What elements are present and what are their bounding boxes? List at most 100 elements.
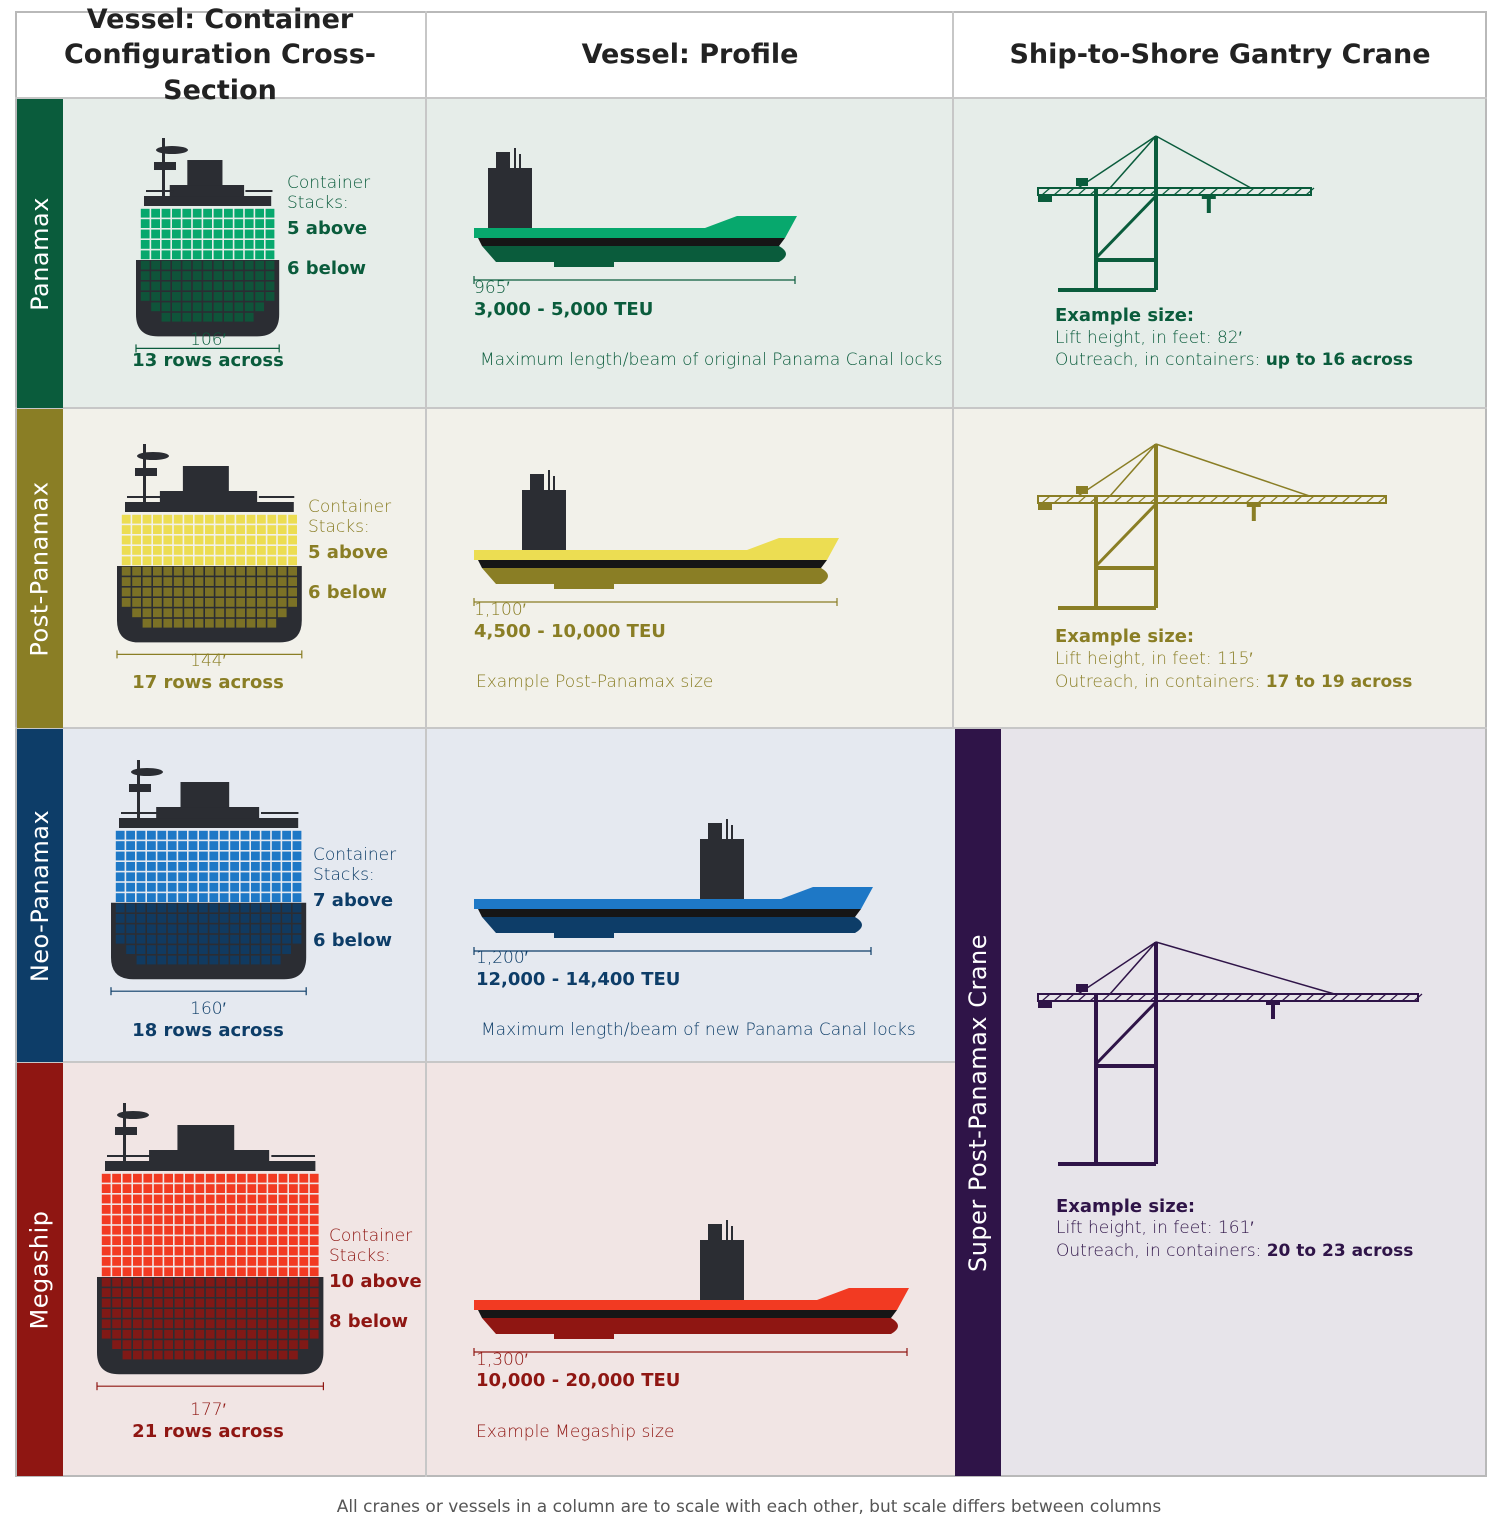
container-below — [236, 1319, 246, 1329]
container-below — [163, 597, 173, 607]
container-below — [236, 1277, 246, 1287]
stacks-below: 6 below — [287, 258, 367, 279]
container-above — [151, 250, 160, 260]
container-above — [234, 219, 244, 229]
container-above — [122, 1246, 132, 1256]
container-above — [240, 893, 250, 902]
container-above — [171, 229, 181, 239]
container-above — [278, 1225, 288, 1235]
container-below — [209, 934, 219, 944]
container-above — [282, 882, 291, 892]
container-above — [247, 1173, 257, 1183]
container-above — [223, 229, 233, 239]
container-above — [122, 1173, 132, 1183]
container-below — [192, 271, 202, 280]
container-below — [112, 1308, 121, 1318]
container-below — [240, 934, 250, 944]
container-above — [309, 1184, 319, 1194]
trolley — [1201, 194, 1216, 199]
container-below — [225, 587, 235, 597]
container-above — [163, 556, 173, 566]
container-below — [184, 597, 193, 607]
container-below — [257, 1277, 267, 1287]
container-above — [178, 872, 187, 882]
header-profile: Vessel: Profile — [581, 39, 799, 71]
profile-note: Maximum length/beam of new Panama Canal … — [481, 1020, 916, 1040]
container-above — [219, 893, 229, 902]
container-above — [157, 872, 167, 882]
container-above — [194, 525, 204, 535]
super-crane-bg — [955, 729, 1486, 1476]
container-above — [152, 546, 162, 555]
container-below — [244, 271, 254, 280]
container-above — [153, 1256, 163, 1266]
container-above — [236, 1267, 246, 1277]
container-above — [246, 535, 256, 545]
container-above — [236, 546, 245, 555]
container-below — [142, 618, 152, 628]
crane-outreach: Outreach, in containers: 20 to 23 across — [1056, 1241, 1414, 1261]
container-above — [247, 1246, 257, 1256]
trolley — [1246, 502, 1261, 507]
container-above — [115, 841, 125, 851]
container-below — [250, 913, 260, 923]
container-below — [267, 577, 277, 586]
container-below — [126, 934, 135, 944]
container-below — [184, 1340, 194, 1349]
container-above — [182, 208, 192, 218]
container-above — [256, 514, 266, 524]
container-above — [230, 851, 239, 861]
container-below — [184, 608, 193, 618]
container-above — [178, 862, 187, 871]
container-below — [174, 1319, 184, 1329]
container-below — [230, 945, 239, 954]
container-below — [184, 1319, 194, 1329]
crane-lift: Lift height, in feet: 115′ — [1055, 649, 1253, 669]
container-below — [299, 1298, 309, 1308]
container-above — [152, 556, 162, 566]
container-below — [261, 934, 271, 944]
container-above — [250, 862, 260, 871]
container-above — [184, 1194, 194, 1204]
container-above — [230, 872, 239, 882]
container-below — [240, 924, 250, 934]
container-below — [184, 1288, 194, 1297]
waterline — [478, 560, 827, 568]
container-above — [268, 1194, 277, 1204]
container-above — [115, 882, 125, 892]
container-below — [192, 281, 202, 291]
container-above — [203, 240, 212, 249]
container-above — [195, 1267, 205, 1277]
beam-label: 177′ — [190, 1400, 226, 1420]
container-above — [288, 1194, 298, 1204]
container-above — [250, 893, 260, 902]
container-above — [250, 882, 260, 892]
container-below — [164, 1319, 173, 1329]
container-above — [271, 851, 281, 861]
container-below — [174, 1340, 184, 1349]
container-below — [112, 1319, 121, 1329]
container-above — [174, 1236, 184, 1245]
container-above — [255, 229, 264, 239]
container-below — [157, 934, 167, 944]
container-below — [157, 924, 167, 934]
container-below — [161, 291, 171, 301]
container-above — [164, 1256, 173, 1266]
container-below — [132, 1288, 142, 1297]
container-above — [282, 841, 291, 851]
container-below — [182, 302, 192, 312]
container-above — [209, 882, 219, 892]
container-below — [205, 1340, 215, 1349]
container-below — [226, 1308, 236, 1318]
container-above — [132, 1256, 142, 1266]
container-above — [132, 1205, 142, 1214]
container-above — [167, 862, 177, 871]
container-above — [136, 872, 146, 882]
cross-section-post-panamax — [116, 444, 303, 659]
container-above — [167, 830, 177, 840]
rows-across: 17 rows across — [132, 672, 284, 693]
container-above — [143, 1236, 153, 1245]
radar — [130, 768, 163, 777]
container-below — [184, 566, 193, 576]
container-below — [152, 577, 162, 586]
